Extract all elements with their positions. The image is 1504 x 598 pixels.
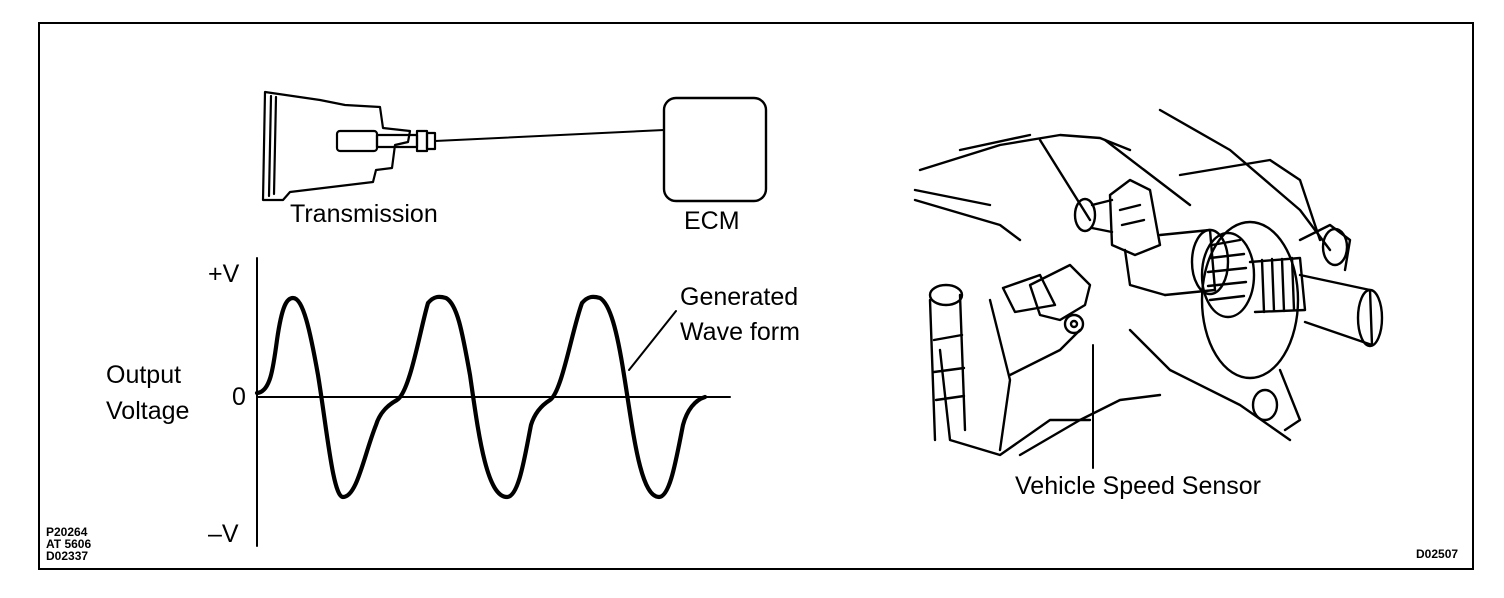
figure-code-left-3: D02337 [46, 549, 89, 563]
output-voltage-label-line1: Output [106, 361, 182, 389]
figure-code-right: D02507 [1416, 547, 1459, 561]
vehicle-speed-sensor-illustration [913, 108, 1384, 457]
output-voltage-label-line2: Voltage [106, 397, 190, 425]
zero-label: 0 [232, 383, 246, 411]
plus-v-label: +V [208, 260, 240, 288]
generated-waveform [254, 294, 708, 500]
figure-code-left-1: P20264 [46, 525, 88, 539]
ecm-box [662, 96, 768, 203]
ecm-label: ECM [684, 207, 740, 235]
minus-v-label: –V [208, 520, 239, 548]
generated-label-line1: Generated [680, 283, 799, 311]
transmission-drawing [261, 90, 437, 202]
sensor-wire [434, 129, 665, 142]
figure-frame [38, 22, 1474, 570]
figure-code-left-2: AT 5606 [46, 537, 92, 551]
vehicle-speed-sensor-label: Vehicle Speed Sensor [1015, 472, 1262, 500]
transmission-label: Transmission [290, 200, 438, 228]
waveform-leader [628, 310, 677, 371]
waveform-axes [256, 257, 731, 547]
generated-label-line2: Wave form [680, 318, 800, 346]
